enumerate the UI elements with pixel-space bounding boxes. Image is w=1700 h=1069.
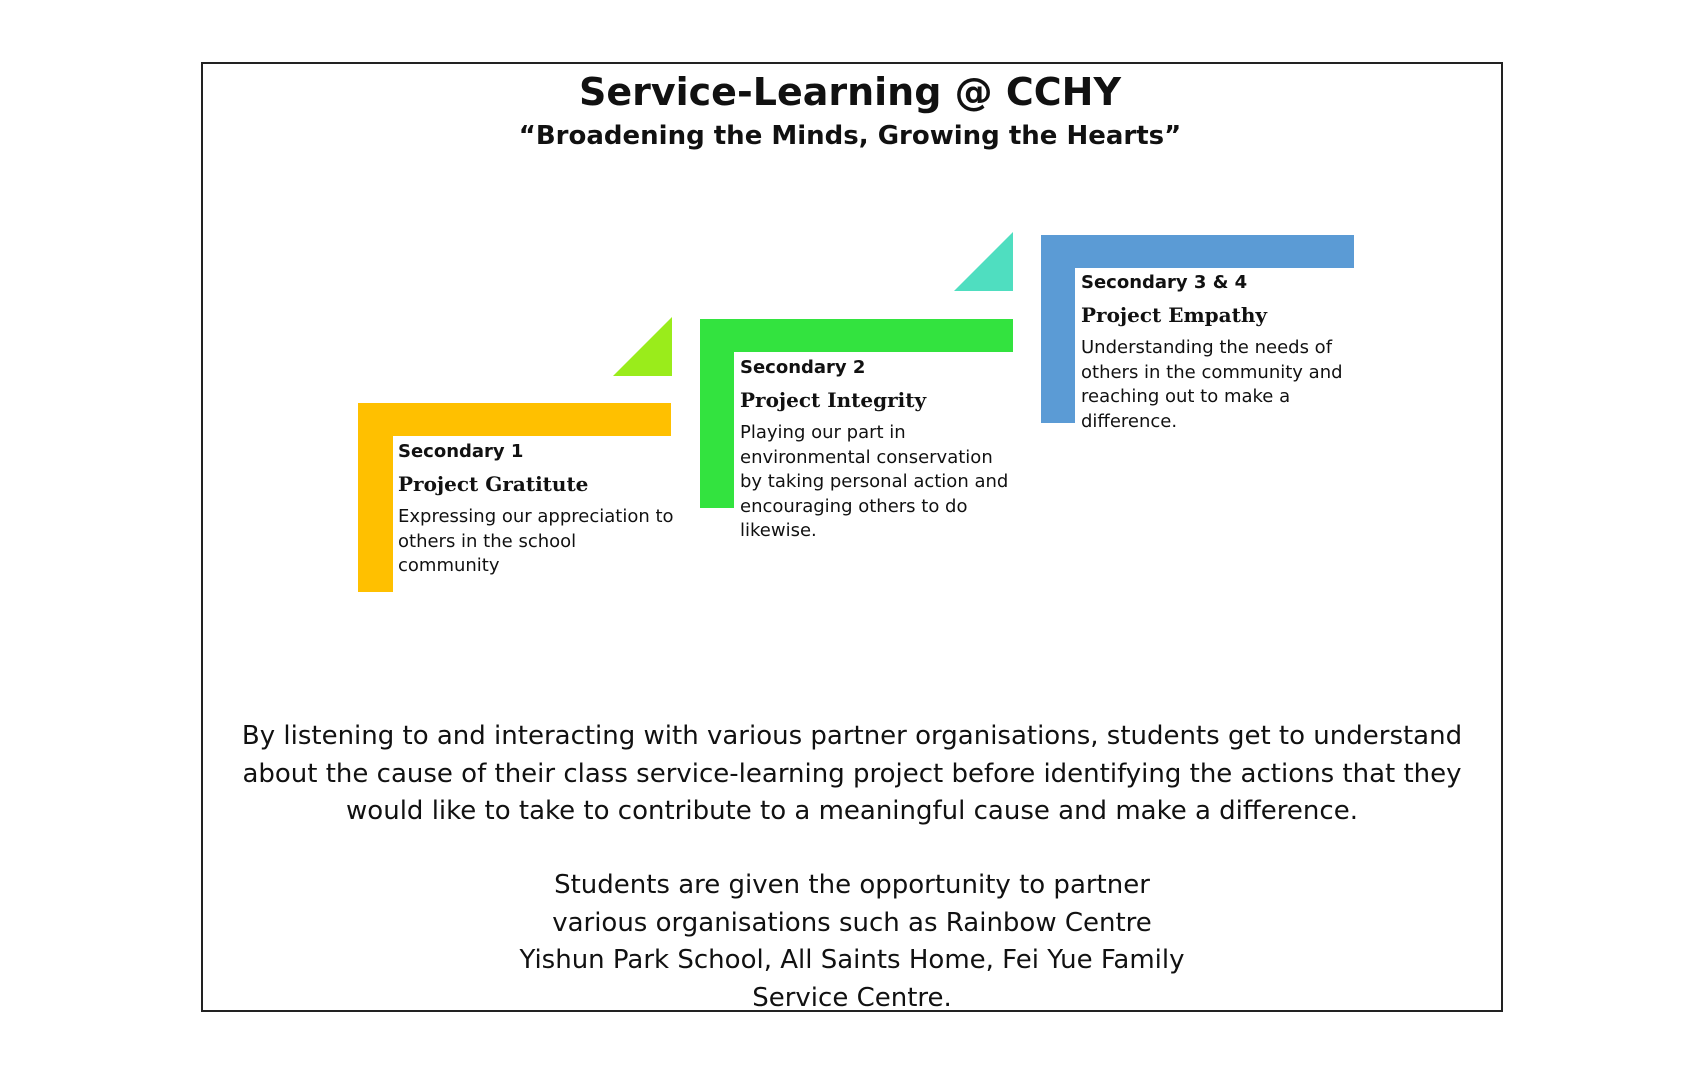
connector-2-shape: [954, 232, 1013, 291]
step-2-description: Playing our part in environmental conser…: [740, 422, 1009, 541]
step-1-level: Secondary 1: [398, 441, 524, 462]
page-subtitle: “Broadening the Minds, Growing the Heart…: [518, 121, 1182, 151]
step-2-side-bar: [700, 319, 734, 508]
step-2-level: Secondary 2: [740, 357, 866, 378]
content-frame: [201, 62, 1503, 1012]
step-3-description: Understanding the needs of others in the…: [1081, 337, 1343, 432]
step-1-text: Secondary 1 Project Gratitute Expressing…: [398, 441, 678, 579]
step-1-description: Expressing our appreciation to others in…: [398, 506, 674, 576]
step-2-top-bar: [700, 319, 1013, 352]
page-title: Service-Learning @ CCHY: [578, 70, 1121, 114]
step-1-side-bar: [358, 403, 393, 592]
step-3-text: Secondary 3 & 4 Project Empathy Understa…: [1081, 272, 1381, 434]
partners-paragraph: Students are given the opportunity to pa…: [519, 870, 1185, 1013]
intro-paragraph: By listening to and interacting with var…: [241, 721, 1463, 826]
step-3-level: Secondary 3 & 4: [1081, 272, 1248, 293]
step-3-project: Project Empathy: [1081, 303, 1268, 327]
step-3-top-bar: [1041, 235, 1354, 268]
step-2-text: Secondary 2 Project Integrity Playing ou…: [740, 357, 1010, 544]
step-1-project: Project Gratitute: [398, 472, 589, 496]
step-3-side-bar: [1041, 235, 1075, 423]
connector-2-triangle: [954, 232, 1013, 291]
connector-1-shape: [613, 317, 672, 376]
step-1-top-bar: [358, 403, 671, 436]
step-2-project: Project Integrity: [740, 388, 927, 412]
connector-1-triangle: [613, 317, 672, 376]
